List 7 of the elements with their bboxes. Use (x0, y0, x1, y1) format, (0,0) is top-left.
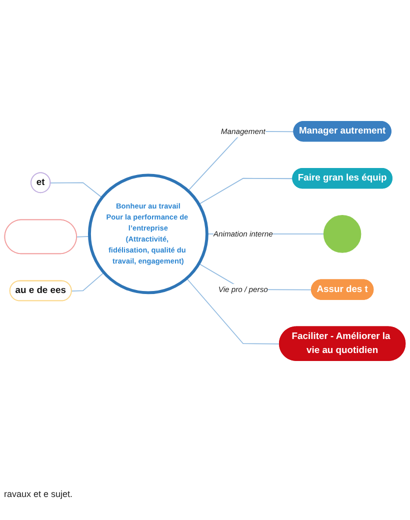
connector (198, 178, 294, 205)
connector (50, 182, 102, 198)
note-text: ravaux et e sujet. (4, 489, 73, 500)
connector (71, 272, 104, 292)
connector (76, 236, 90, 238)
connector (186, 278, 280, 344)
node-circle (323, 215, 362, 253)
